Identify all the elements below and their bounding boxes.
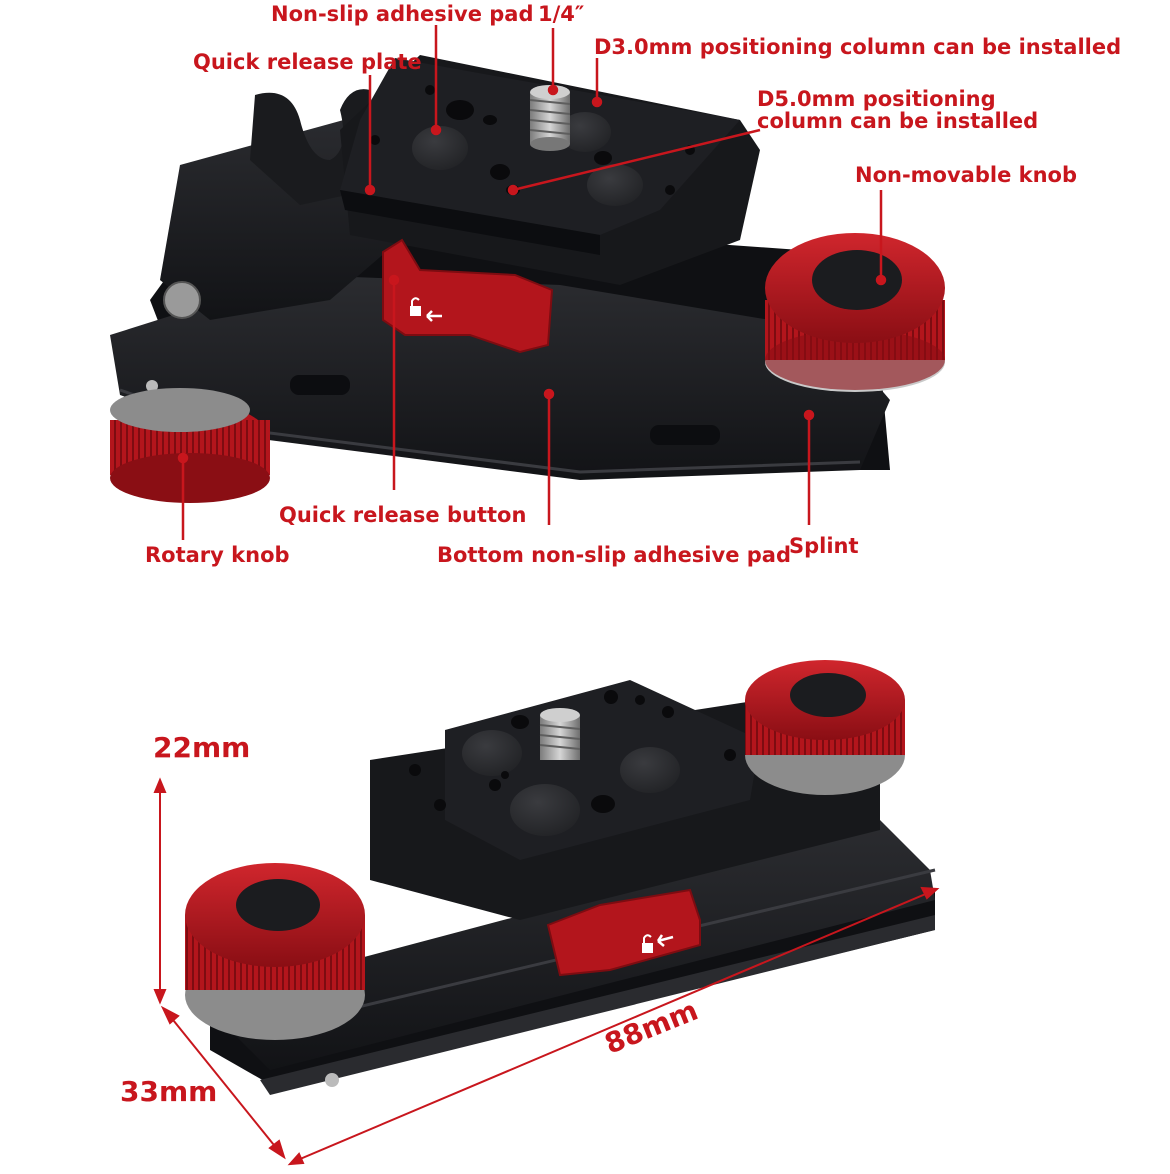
label-d3-column: D3.0mm positioning column can be install… [594,35,1122,59]
label-d5-column-line1: D5.0mm positioning [757,87,996,111]
bottom-plate-holes [409,690,736,836]
unlock-arrow-icon [410,297,442,322]
non-movable-knob[interactable] [765,233,945,392]
front-clip-view [185,660,936,1095]
dimension-arrows [153,777,940,1166]
quarter-inch-screw-front [539,708,581,760]
label-splint: Splint [789,534,859,558]
dimension-width: 33mm [120,1075,218,1108]
label-non-slip-pad: Non-slip adhesive pad [271,2,534,26]
label-non-movable-knob: Non-movable knob [855,163,1077,187]
plate-holes [370,85,695,206]
label-rotary-knob: Rotary knob [145,543,290,567]
leader-lines [177,25,887,540]
quick-release-button-front[interactable] [546,888,701,977]
label-quarter-inch: 1/4″ [538,2,585,26]
unlock-arrow-icon-front [642,934,674,953]
dimension-height: 22mm [153,731,251,764]
label-d5-column-line2: column can be installed [757,109,1039,133]
quarter-inch-screw [529,85,571,151]
label-quick-release-button: Quick release button [279,503,527,527]
left-knob-front[interactable] [185,863,365,1040]
right-knob-front[interactable] [745,660,905,795]
top-clip-view [110,55,945,503]
rotary-knob[interactable] [110,388,270,503]
label-quick-release-plate: Quick release plate [193,50,422,74]
quick-release-button[interactable] [382,238,554,354]
label-bottom-pad: Bottom non-slip adhesive pad [437,543,791,567]
